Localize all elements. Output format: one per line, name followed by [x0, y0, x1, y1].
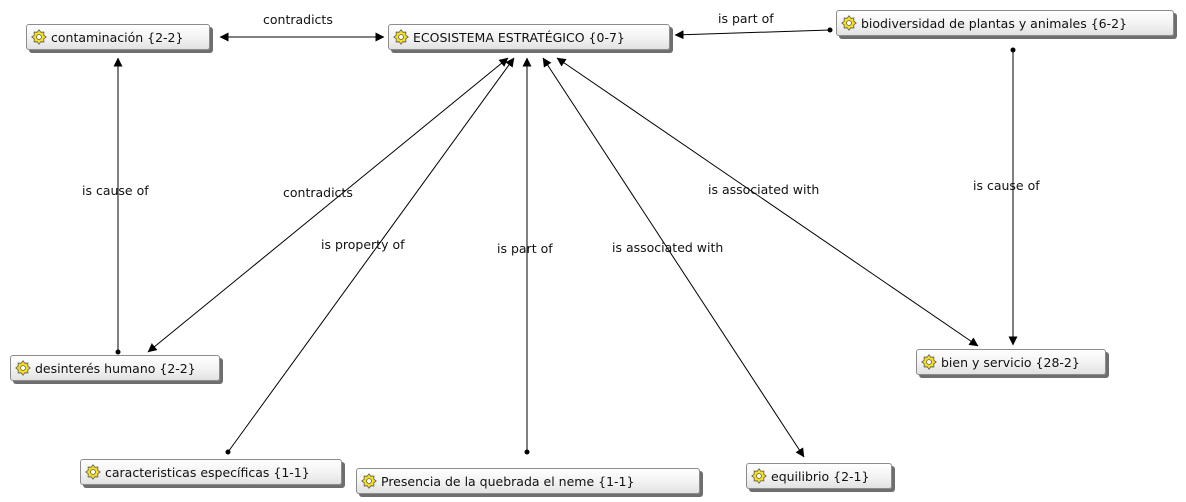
node-label: biodiversidad de plantas y animales {6-2…: [861, 15, 1128, 31]
edge-label-is-cause-of: is cause of: [973, 178, 1040, 193]
node-contaminacion[interactable]: contaminación {2-2}: [26, 24, 210, 50]
node-label: desinterés humano {2-2}: [35, 360, 196, 376]
edge-caracteristicas-ecosistema: [227, 57, 515, 453]
edge-label-contradicts: contradicts: [263, 12, 333, 27]
code-icon: [393, 29, 409, 45]
edge-ecosistema-bien: [556, 57, 979, 347]
node-caracteristicas-especificas[interactable]: caracteristicas específicas {1-1}: [80, 459, 342, 485]
edge-label-contradicts: contradicts: [283, 185, 353, 200]
node-equilibrio[interactable]: equilibrio {2-1}: [746, 463, 892, 489]
edge-label-is-part-of: is part of: [718, 11, 774, 26]
node-biodiversidad[interactable]: biodiversidad de plantas y animales {6-2…: [836, 10, 1174, 36]
code-icon: [841, 15, 857, 31]
node-ecosistema-estrategico[interactable]: ECOSISTEMA ESTRATÉGICO {0-7}: [388, 24, 670, 50]
node-label: Presencia de la quebrada el neme {1-1}: [381, 473, 635, 489]
node-label: contaminación {2-2}: [51, 29, 184, 45]
code-icon: [921, 354, 937, 370]
code-icon: [361, 473, 377, 489]
node-label: caracteristicas específicas {1-1}: [105, 464, 310, 480]
code-icon: [751, 468, 767, 484]
node-label: ECOSISTEMA ESTRATÉGICO {0-7}: [413, 29, 625, 45]
node-bien-y-servicio[interactable]: bien y servicio {28-2}: [916, 349, 1106, 375]
code-icon: [31, 29, 47, 45]
edge-label-is-associated-with: is associated with: [708, 182, 820, 197]
node-desinteres-humano[interactable]: desinterés humano {2-2}: [10, 355, 220, 381]
edge-biodiversidad-ecosistema: [674, 29, 831, 40]
edge-label-is-property-of: is property of: [321, 237, 405, 252]
code-icon: [85, 464, 101, 480]
edge-label-is-part-of: is part of: [497, 241, 553, 256]
edge-ecosistema-desinteres: [147, 57, 509, 353]
code-icon: [15, 360, 31, 376]
node-label: equilibrio {2-1}: [771, 468, 870, 484]
node-label: bien y servicio {28-2}: [941, 354, 1080, 370]
node-presencia-quebrada[interactable]: Presencia de la quebrada el neme {1-1}: [356, 468, 700, 494]
edge-label-is-cause-of: is cause of: [82, 183, 149, 198]
edge-ecosistema-equilibrio: [542, 57, 805, 458]
edge-label-is-associated-with: is associated with: [612, 240, 724, 255]
